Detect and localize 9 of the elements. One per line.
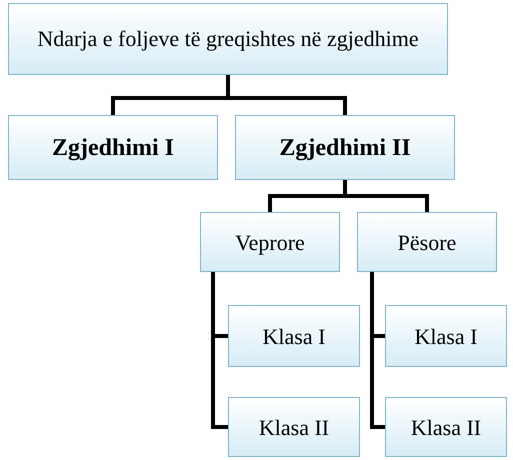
- node-box: Veprore: [200, 212, 340, 272]
- node-box: Zgjedhimi II: [235, 115, 455, 180]
- node-box: Klasa I: [385, 305, 507, 367]
- node-box: Ndarja e foljeve të greqishtes në zgjedhime: [8, 3, 448, 75]
- node-box: Pësore: [357, 212, 497, 272]
- node-box: Klasa I: [228, 305, 360, 367]
- node-box: Zgjedhimi I: [8, 115, 218, 180]
- node-box: Klasa II: [385, 397, 507, 457]
- node-box: Klasa II: [228, 397, 360, 457]
